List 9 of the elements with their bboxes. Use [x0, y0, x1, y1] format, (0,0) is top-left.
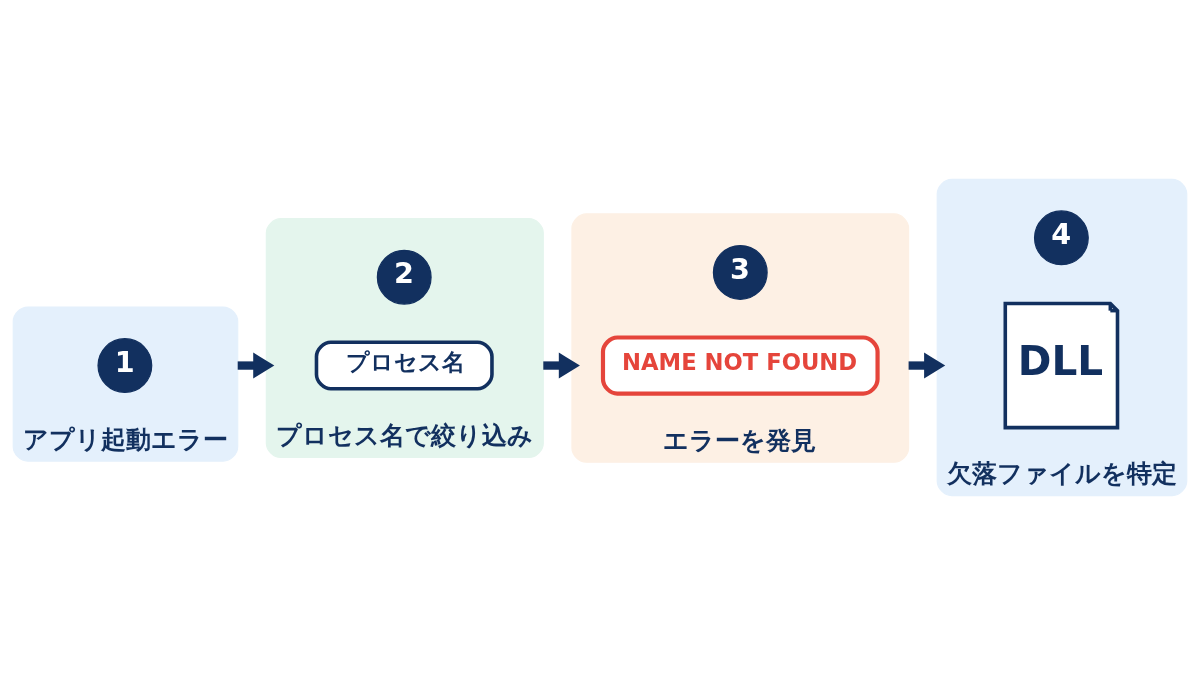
arrow — [908, 352, 946, 379]
node-circle: 3 — [712, 245, 768, 300]
node-circle: 4 — [1033, 210, 1089, 266]
node-box: NAME NOT FOUND — [600, 335, 880, 396]
node-box: プロセス名 — [314, 340, 494, 391]
node-circle: 1 — [97, 338, 153, 393]
arrow — [237, 352, 275, 379]
arrow — [543, 352, 580, 379]
node-circle: 2 — [376, 249, 432, 305]
